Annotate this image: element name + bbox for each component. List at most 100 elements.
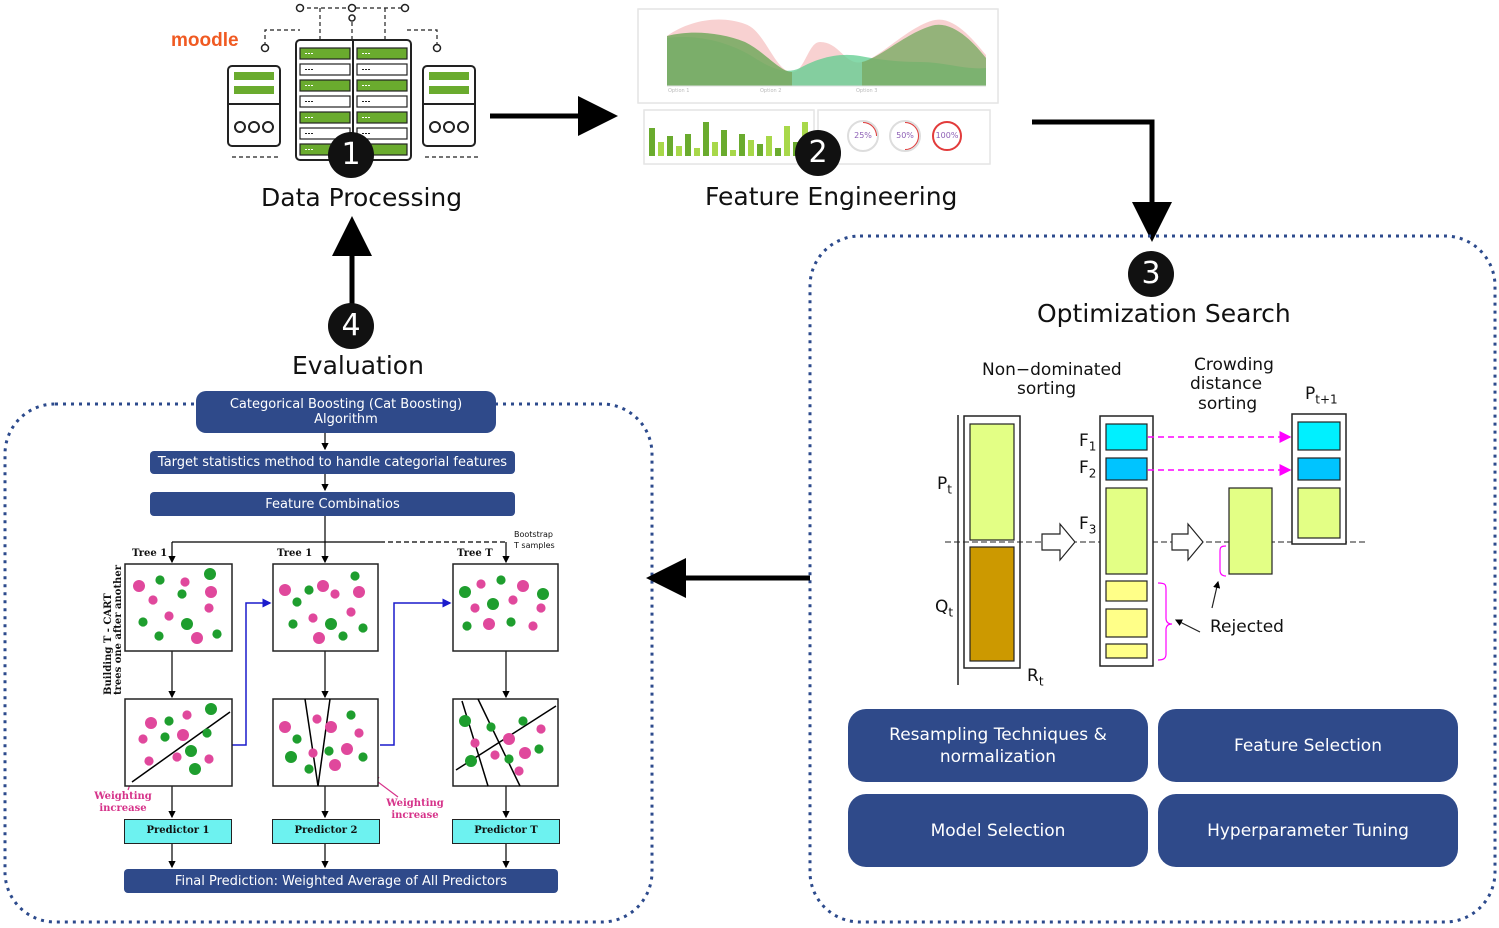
green-sample-dot [459, 586, 471, 598]
rack-slot [299, 63, 351, 76]
pink-sample-dot [204, 754, 214, 764]
pink-sample-dot [182, 710, 192, 720]
boost-link-arrows [232, 598, 452, 746]
green-sample-dot [338, 631, 348, 641]
step-2-badge: 2 [795, 130, 841, 176]
p-next-label: Pt+1 [1305, 384, 1338, 407]
green-sample-dot [496, 575, 506, 585]
green-sample-dot [465, 755, 477, 767]
chart-option-1: Option 1 [668, 88, 690, 94]
tree-1b-label: Tree 1 [277, 548, 313, 559]
green-sample-dot [324, 746, 334, 756]
green-sample-dot [138, 617, 148, 627]
catboost-flow-lines [168, 433, 510, 869]
pink-sample-dot [470, 738, 480, 748]
bootstrap-label: Bootstrap [514, 530, 553, 539]
rack-slot [299, 111, 351, 124]
moodle-logo: moodle [171, 30, 239, 51]
non-dominated-label: Non−dominated [982, 360, 1122, 380]
green-sample-dot [459, 715, 471, 727]
qt-label: Qt [935, 597, 954, 620]
bar-thumb [739, 134, 745, 156]
gauge-100: 100% [935, 131, 959, 140]
pink-sample-dot [503, 733, 515, 745]
rack-slot [356, 63, 408, 76]
pink-sample-dot [490, 750, 500, 760]
rack-slot [299, 95, 351, 108]
green-sample-dot [506, 617, 516, 627]
green-sample-dot [292, 597, 302, 607]
rack-slot [356, 95, 408, 108]
sample-dots [133, 568, 549, 776]
optimization-search-label: Optimization Search [1037, 299, 1291, 328]
predictor-1-box: Predictor 1 [124, 819, 232, 844]
chart-option-2: Option 2 [760, 88, 782, 94]
rack-slot [356, 47, 408, 60]
pink-sample-dot [177, 729, 189, 741]
pink-sample-dot [508, 595, 518, 605]
green-sample-dot [534, 744, 544, 754]
pink-sample-dot [476, 579, 486, 589]
green-sample-dot [212, 629, 222, 639]
crowding-label-1: Crowding [1194, 355, 1274, 375]
crowding-label-2: distance [1190, 374, 1263, 394]
rt-label: Rt [1027, 666, 1044, 689]
rack-slot [299, 79, 351, 92]
pink-sample-dot [145, 717, 157, 729]
pink-sample-dot [346, 607, 356, 617]
evaluation-label: Evaluation [292, 351, 424, 380]
pink-sample-dot [519, 747, 531, 759]
feature-selection-button[interactable]: Feature Selection [1158, 709, 1458, 782]
predictor-t-box: Predictor T [452, 819, 560, 844]
bar-thumb [784, 126, 790, 156]
pink-sample-dot [279, 721, 291, 733]
step-4-badge: 4 [328, 303, 374, 349]
pink-sample-dot [517, 580, 529, 592]
pink-sample-dot [279, 584, 291, 596]
hyperparameter-tuning-button[interactable]: Hyperparameter Tuning [1158, 794, 1458, 867]
server-rack-icon [227, 3, 478, 161]
f2-label: F2 [1079, 458, 1097, 481]
green-sample-dot [346, 710, 356, 720]
green-sample-dot [160, 732, 170, 742]
pink-sample-dot [138, 734, 148, 744]
green-sample-dot [486, 722, 496, 732]
pink-sample-dot [180, 577, 190, 587]
model-selection-button[interactable]: Model Selection [848, 794, 1148, 867]
green-sample-dot [285, 751, 297, 763]
bar-thumb [775, 148, 781, 156]
green-sample-dot [155, 575, 165, 585]
area-chart-thumbnail [637, 8, 999, 104]
pink-sample-dot [483, 618, 495, 630]
green-sample-dot [487, 598, 499, 610]
green-sample-dot [325, 618, 337, 630]
pink-sample-dot [354, 728, 364, 738]
green-sample-dot [154, 631, 164, 641]
target-statistics-box: Target statistics method to handle categ… [150, 451, 515, 474]
pink-sample-dot [528, 621, 538, 631]
arrow-to-optimization [1032, 119, 1172, 242]
gauge-25: 25% [847, 120, 879, 152]
bar-thumb [721, 130, 727, 156]
pink-sample-dot [191, 632, 203, 644]
green-sample-dot [185, 745, 197, 757]
bar-thumb [694, 148, 700, 156]
green-sample-dot [202, 728, 212, 738]
predictor-2-box: Predictor 2 [272, 819, 380, 844]
green-sample-dot [292, 734, 302, 744]
feature-combinations-box: Feature Combinatios [150, 492, 515, 516]
bootstrap-samples-label: T samples [514, 541, 555, 550]
bar-chart-thumbnail [643, 109, 815, 165]
gauge-50: 50% [889, 120, 921, 152]
pink-sample-dot [172, 752, 182, 762]
green-sample-dot [205, 703, 217, 715]
green-sample-dot [358, 752, 368, 762]
step-3-badge: 3 [1128, 251, 1174, 297]
green-sample-dot [204, 568, 216, 580]
resampling-button[interactable]: Resampling Techniques & normalization [848, 709, 1148, 782]
bar-thumb [757, 144, 763, 156]
non-dominated-sorting-label: sorting [1017, 379, 1077, 399]
green-sample-dot [462, 621, 472, 631]
pink-sample-dot [353, 586, 365, 598]
